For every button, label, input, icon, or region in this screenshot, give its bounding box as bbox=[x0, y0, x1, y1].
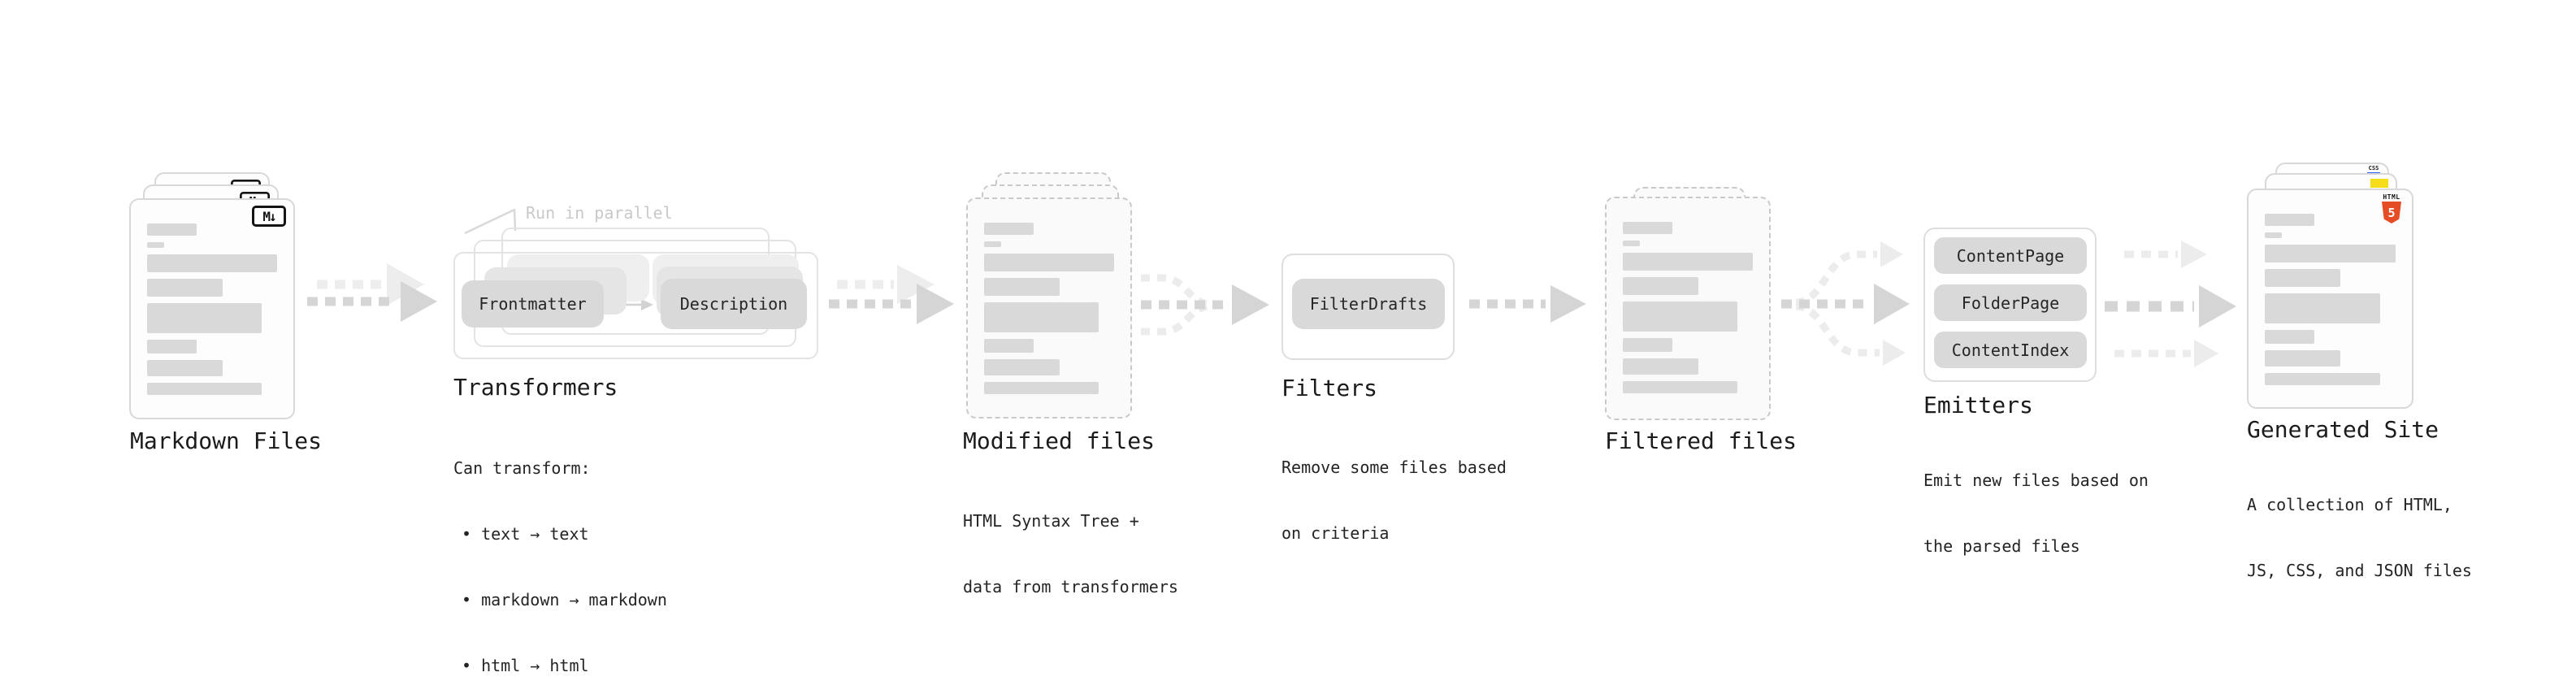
arrow-transformers-to-modified bbox=[829, 265, 954, 324]
desc-line: Emit new files based on bbox=[1923, 471, 2149, 490]
desc-line: data from transformers bbox=[963, 577, 1178, 596]
skeleton-bar bbox=[1623, 241, 1640, 246]
transformers-description: Can transform: • text → text • markdown … bbox=[453, 414, 667, 681]
doc-skeleton bbox=[131, 200, 293, 419]
filters-description: Remove some files based on criteria bbox=[1281, 413, 1507, 588]
arrow-emitters-to-generated bbox=[2105, 241, 2236, 367]
skeleton-bar bbox=[147, 242, 164, 248]
desc-line: • markdown → markdown bbox=[462, 590, 667, 609]
html5-icon-number: 5 bbox=[2387, 205, 2396, 220]
skeleton-bar bbox=[984, 278, 1060, 296]
doc-skeleton bbox=[968, 199, 1130, 418]
modified-files-label: Modified files bbox=[963, 427, 1156, 454]
skeleton-bar bbox=[2265, 232, 2282, 238]
skeleton-bar bbox=[147, 223, 197, 236]
skeleton-bar bbox=[147, 279, 223, 297]
run-in-parallel-annotation: Run in parallel bbox=[526, 203, 673, 223]
skeleton-bar bbox=[984, 302, 1099, 332]
contentpage-pill: ContentPage bbox=[1934, 237, 2087, 274]
skeleton-bar bbox=[147, 383, 262, 395]
skeleton-bar bbox=[147, 303, 262, 333]
css-icon-label: CSS bbox=[2368, 165, 2379, 171]
contentindex-pill: ContentIndex bbox=[1934, 332, 2087, 368]
transformers-label: Transformers bbox=[453, 374, 618, 401]
skeleton-bar bbox=[984, 241, 1001, 247]
skeleton-bar bbox=[1623, 222, 1672, 234]
arrow-filtered-to-emitters-split bbox=[1781, 241, 1910, 366]
doc-skeleton bbox=[1607, 198, 1769, 417]
desc-line: HTML Syntax Tree + bbox=[963, 511, 1139, 531]
emitters-description: Emit new files based on the parsed files bbox=[1923, 426, 2149, 601]
skeleton-bar bbox=[1623, 358, 1698, 375]
generated-site-description: A collection of HTML, JS, CSS, and JSON … bbox=[2247, 450, 2472, 626]
desc-line: on criteria bbox=[1281, 523, 1390, 543]
desc-line: Remove some files based bbox=[1281, 458, 1507, 477]
skeleton-bar bbox=[147, 360, 223, 376]
html5-icon-shield: 5 bbox=[2382, 202, 2401, 223]
filters-label: Filters bbox=[1281, 375, 1378, 401]
skeleton-bar bbox=[1623, 301, 1737, 332]
arrow-modified-to-filters-merge bbox=[1141, 274, 1269, 336]
folderpage-pill: FolderPage bbox=[1934, 284, 2087, 321]
desc-line: • text → text bbox=[462, 524, 589, 544]
skeleton-bar bbox=[2265, 330, 2315, 344]
skeleton-bar bbox=[2265, 245, 2396, 262]
arrow-markdown-to-transformers bbox=[307, 263, 437, 322]
desc-line: Can transform: bbox=[453, 458, 591, 478]
desc-line: • html → html bbox=[462, 656, 589, 675]
skeleton-bar bbox=[984, 223, 1034, 235]
filterdrafts-pill: FilterDrafts bbox=[1292, 279, 1445, 329]
skeleton-bar bbox=[147, 254, 277, 272]
filtered-file-card bbox=[1605, 197, 1771, 420]
arrow-filters-to-filtered bbox=[1469, 285, 1586, 323]
skeleton-bar bbox=[984, 254, 1114, 271]
javascript-icon bbox=[2370, 179, 2388, 188]
desc-line: the parsed files bbox=[1923, 536, 2080, 556]
skeleton-bar bbox=[2265, 293, 2380, 323]
doc-skeleton bbox=[2249, 190, 2412, 409]
skeleton-bar bbox=[1623, 381, 1737, 393]
desc-line: A collection of HTML, bbox=[2247, 495, 2452, 514]
skeleton-bar bbox=[984, 359, 1060, 375]
emitters-label: Emitters bbox=[1923, 392, 2033, 419]
skeleton-bar bbox=[1623, 277, 1698, 295]
html5-icon: HTML 5 bbox=[2381, 193, 2402, 223]
markdown-icon: M↓ bbox=[252, 206, 286, 227]
skeleton-bar bbox=[2265, 269, 2341, 287]
generated-site-label: Generated Site bbox=[2247, 416, 2439, 443]
skeleton-bar bbox=[984, 382, 1099, 394]
markdown-file-card: M↓ bbox=[129, 198, 295, 419]
filtered-files-label: Filtered files bbox=[1605, 427, 1798, 454]
desc-line: JS, CSS, and JSON files bbox=[2247, 561, 2472, 580]
description-pill: Description bbox=[661, 279, 807, 329]
modified-file-card bbox=[966, 197, 1132, 419]
frontmatter-pill: Frontmatter bbox=[462, 280, 604, 327]
modified-files-description: HTML Syntax Tree + data from transformer… bbox=[963, 466, 1178, 642]
skeleton-bar bbox=[147, 340, 197, 354]
skeleton-bar bbox=[2265, 214, 2315, 226]
transformer-layer-front bbox=[453, 252, 818, 359]
html5-icon-label: HTML bbox=[2383, 193, 2400, 201]
markdown-files-label: Markdown Files bbox=[130, 427, 323, 454]
skeleton-bar bbox=[2265, 373, 2380, 385]
skeleton-bar bbox=[2265, 350, 2341, 367]
generated-file-card: HTML 5 bbox=[2247, 189, 2413, 409]
skeleton-bar bbox=[1623, 338, 1672, 352]
skeleton-bar bbox=[1623, 253, 1753, 271]
skeleton-bar bbox=[984, 339, 1034, 353]
